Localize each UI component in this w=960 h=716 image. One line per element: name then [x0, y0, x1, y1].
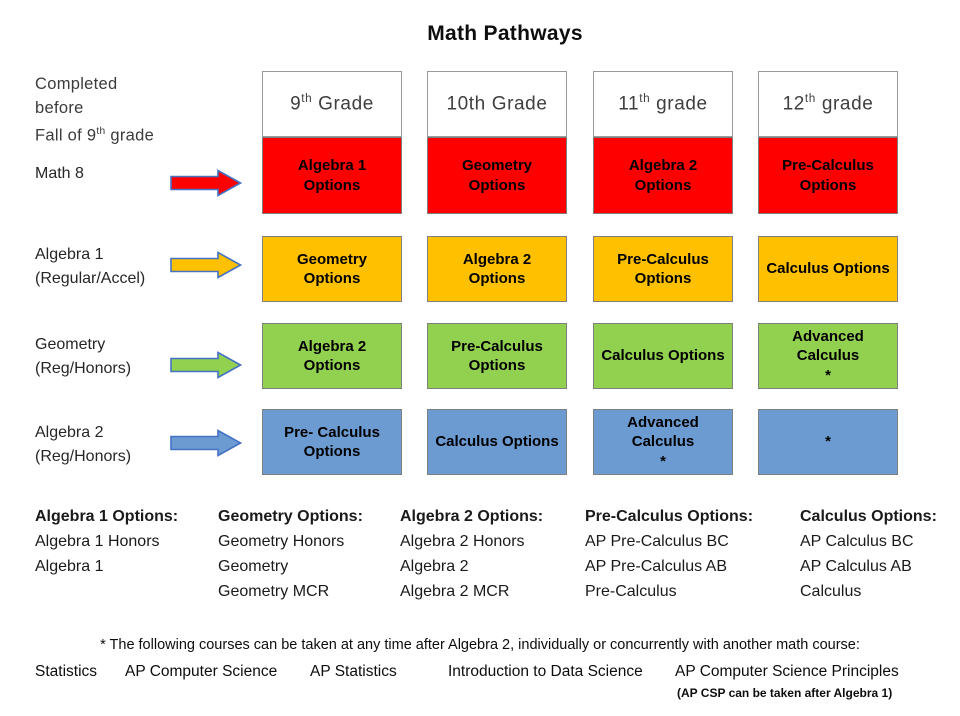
page-title: Math Pathways: [427, 22, 583, 45]
right-arrow-icon-math8: [170, 169, 242, 197]
options-list-item: AP Pre-Calculus AB: [585, 558, 727, 575]
options-list-item: Algebra 2 MCR: [400, 583, 510, 600]
options-list-header: Geometry Options:: [218, 508, 363, 525]
options-list-pre-calculus: Pre-Calculus Options: AP Pre-Calculus BC…: [585, 504, 753, 604]
footnote-course-intro-data-science: Introduction to Data Science: [448, 663, 643, 680]
grade-header-9th: 9th Grade: [262, 71, 402, 137]
right-arrow-icon-algebra1: [170, 251, 242, 279]
options-list-algebra-2: Algebra 2 Options: Algebra 2 Honors Alge…: [400, 504, 543, 604]
row-label-math-8: Math 8: [35, 165, 84, 182]
options-list-header: Algebra 2 Options:: [400, 508, 544, 525]
options-list-header: Pre-Calculus Options:: [585, 508, 754, 525]
grade-header-12th: 12th grade: [758, 71, 898, 137]
footnote-text: * The following courses can be taken at …: [100, 637, 860, 653]
options-list-item: Calculus: [800, 583, 862, 600]
options-list-item: Geometry Honors: [218, 533, 345, 550]
options-list-item: AP Pre-Calculus BC: [585, 533, 729, 550]
pathway-box-r3c3: *: [758, 409, 898, 475]
footnote-course-ap-computer-science: AP Computer Science: [125, 663, 278, 680]
right-arrow-icon-algebra2: [170, 429, 242, 457]
footnote-course-ap-statistics: AP Statistics: [310, 663, 397, 680]
options-list-header: Calculus Options:: [800, 508, 937, 525]
options-list-item: Pre-Calculus: [585, 583, 677, 600]
options-list-item: AP Calculus BC: [800, 533, 914, 550]
right-arrow-icon-geometry: [170, 351, 242, 379]
options-list-item: Algebra 2 Honors: [400, 533, 525, 550]
row-label-algebra-1: Algebra 1 (Regular/Accel): [35, 246, 146, 287]
options-list-item: Algebra 1 Honors: [35, 533, 160, 550]
row-label-algebra-2: Algebra 2 (Reg/Honors): [35, 424, 132, 465]
intro-line-2: before: [35, 99, 84, 117]
row-label-geometry: Geometry (Reg/Honors): [35, 336, 132, 377]
intro-line-3: Fall of 9th grade: [35, 126, 155, 145]
pathway-box-r1c3: Calculus Options: [758, 236, 898, 302]
options-list-geometry: Geometry Options: Geometry Honors Geomet…: [218, 504, 363, 604]
options-list-item: AP Calculus AB: [800, 558, 912, 575]
footnote-csp-note: (AP CSP can be taken after Algebra 1): [677, 686, 893, 700]
options-list-calculus: Calculus Options: AP Calculus BC AP Calc…: [800, 504, 937, 604]
footnote-course-statistics: Statistics: [35, 663, 98, 680]
options-list-item: Algebra 1: [35, 558, 104, 575]
pathway-box-r2c2: Calculus Options: [593, 323, 733, 389]
options-list-item: Algebra 2: [400, 558, 469, 575]
footnote-course-ap-csp: AP Computer Science Principles: [675, 663, 899, 680]
grade-header-10th: 10th Grade: [427, 71, 567, 137]
intro-label: Completed before Fall of 9th grade: [35, 72, 154, 148]
pathway-box-r3c1: Calculus Options: [427, 409, 567, 475]
grade-header-11th: 11th grade: [593, 71, 733, 137]
intro-line-1: Completed: [35, 75, 118, 93]
options-list-header: Algebra 1 Options:: [35, 508, 179, 525]
options-list-item: Geometry: [218, 558, 289, 575]
options-list-algebra-1: Algebra 1 Options: Algebra 1 Honors Alge…: [35, 504, 178, 579]
options-list-item: Geometry MCR: [218, 583, 330, 600]
